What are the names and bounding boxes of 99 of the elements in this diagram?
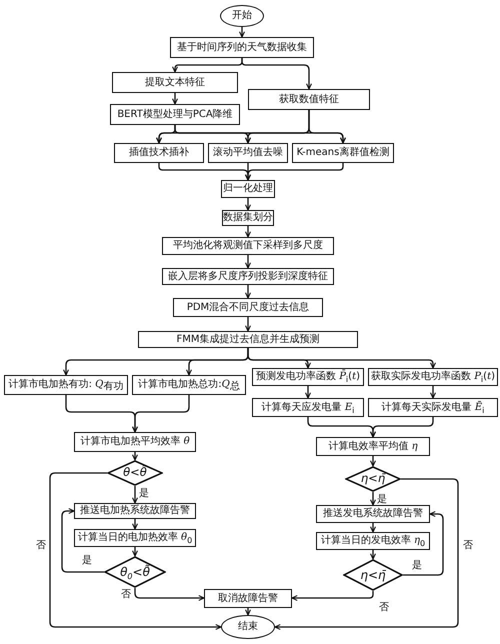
step-label: 推送发电系统故障告警	[323, 508, 423, 520]
flow-arrow	[245, 255, 251, 269]
process-box	[368, 398, 498, 417]
edge-label: 否	[36, 540, 46, 552]
process-box	[110, 104, 240, 125]
process-box	[368, 368, 498, 386]
process-box	[316, 505, 430, 523]
flow-arrow	[132, 486, 138, 504]
decision-diamond	[104, 556, 166, 588]
flow-arrow	[132, 547, 138, 557]
step-label: 推送电加热系统故障告警	[80, 505, 190, 517]
terminal-ellipse	[221, 615, 275, 639]
step-label: 取消故障告警	[218, 592, 278, 604]
process-box	[316, 437, 430, 456]
step-label: 计算市电加热平均效率 θ	[80, 436, 190, 448]
process-box	[292, 143, 394, 163]
process-box	[208, 143, 288, 163]
flow-arrow	[247, 348, 436, 369]
process-box	[252, 398, 364, 417]
process-box	[162, 237, 334, 255]
step-label: 嵌入层将多尺度序列投影到深度特征	[168, 270, 328, 282]
step-label: 计算每天实际发电量 Ē$_{i}$	[382, 402, 484, 414]
step-label: BERT模型处理与PCA降维	[117, 108, 233, 120]
flow-arrow	[430, 386, 436, 399]
flow-arrow	[370, 456, 376, 467]
terminal-ellipse	[220, 5, 264, 27]
edge-label: 是	[139, 488, 149, 500]
condition-label: η<η̄	[360, 471, 386, 487]
edge-label: 是	[412, 560, 422, 572]
process-box	[316, 532, 430, 550]
edge-label: 是	[82, 555, 92, 567]
flow-arrow	[305, 386, 311, 399]
process-box	[221, 180, 275, 198]
process-box	[173, 298, 323, 317]
step-label: 基于时间序列的天气数据收集	[177, 42, 307, 54]
flow-arrow	[370, 492, 376, 506]
step-label: 提取文本特征	[145, 76, 205, 88]
flow-arrow	[308, 110, 346, 144]
process-box	[138, 331, 358, 348]
process-box	[170, 37, 314, 58]
step-label: 计算每天应发电量 E$_{i}$	[262, 402, 354, 414]
process-box	[114, 143, 204, 163]
process-box	[74, 503, 196, 519]
flow-arrow	[245, 163, 344, 181]
flow-arrow	[291, 591, 374, 601]
step-label: 计算当日的发电效率 η$_{0}$	[320, 535, 426, 547]
step-label: 预测发电功率函数 P̄$_{i}$(t)	[256, 371, 360, 383]
flow-arrow	[274, 478, 459, 630]
flow-arrow	[239, 27, 245, 38]
step-label: 获取实际发电功率函数 P$_{i}$(t)	[371, 371, 495, 383]
flow-arrow	[241, 58, 312, 90]
step-label: 平均池化将观测值下采样到多尺度	[173, 240, 323, 252]
flow-arrow	[49, 472, 222, 630]
flow-arrow	[134, 588, 205, 601]
process-box	[162, 268, 334, 285]
process-box	[74, 529, 196, 547]
step-label: 插值技术插补	[129, 147, 189, 159]
flow-arrow	[245, 317, 251, 332]
condition-label: η<η̄	[360, 566, 386, 584]
edge-label: 否	[379, 602, 389, 614]
flow-arrow	[61, 508, 104, 573]
step-label: 归一化处理	[223, 183, 273, 195]
step-label: K-means离群值检测	[296, 147, 390, 159]
flow-arrow	[403, 511, 444, 576]
step-label: PDM混合不同尺度过去信息	[186, 302, 310, 314]
process-box	[248, 89, 370, 110]
process-box	[252, 368, 364, 386]
flow-arrow	[132, 452, 138, 461]
flow-arrow	[245, 226, 251, 238]
edge-label: 否	[121, 589, 131, 601]
step-label: 计算电效率平均值 η	[328, 440, 418, 452]
step-label: 计算当日的电加热效率 θ$_{0}$	[78, 532, 192, 544]
condition-label: θ<θ̃	[123, 465, 147, 481]
edge-label: 否	[463, 540, 473, 552]
flow-arrow	[370, 523, 376, 533]
step-label: FMM集成提过去信息并生成预测	[176, 334, 320, 346]
process-box	[132, 375, 246, 395]
flow-arrow	[132, 519, 138, 530]
process-box	[112, 72, 238, 93]
flow-arrow	[245, 608, 251, 616]
process-box	[4, 375, 128, 395]
step-label: 滚动平均值去噪	[213, 147, 283, 159]
process-box	[204, 589, 292, 608]
decision-diamond	[107, 460, 163, 486]
process-box	[74, 432, 196, 452]
flow-arrow	[370, 417, 434, 438]
decision-diamond	[343, 559, 403, 591]
flow-arrow	[132, 395, 190, 433]
terminal-label: 开始	[232, 10, 252, 22]
flow-arrow	[370, 550, 376, 560]
flow-arrow	[172, 93, 178, 105]
decision-diamond	[345, 466, 401, 492]
step-label: 获取数值特征	[279, 94, 339, 106]
condition-label: θ$_{0}$<θ̃	[120, 564, 150, 580]
edge-label: 是	[377, 494, 387, 506]
flow-arrow	[245, 285, 251, 299]
step-label: 数据集划分	[223, 212, 273, 224]
terminal-label: 结束	[238, 621, 258, 633]
flow-arrow	[245, 198, 251, 211]
